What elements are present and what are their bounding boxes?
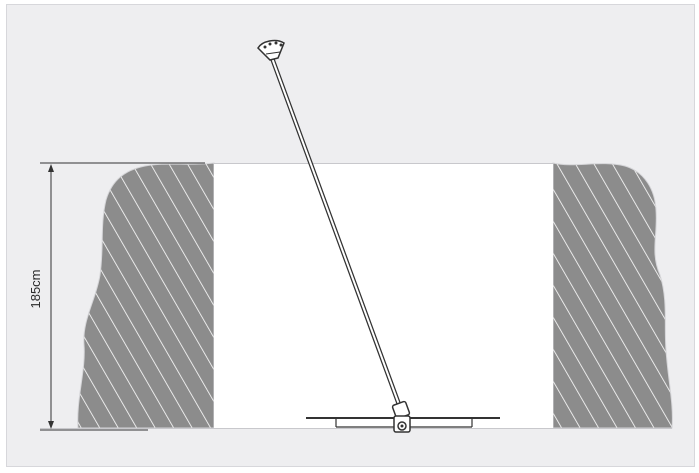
left-ground-wall	[77, 162, 215, 429]
dimension-arrow-bottom	[48, 421, 54, 429]
height-dimension-label: 185cm	[28, 269, 43, 308]
dimension-arrow-top	[48, 164, 54, 172]
pole-head	[257, 39, 285, 61]
pole-foot-joint	[391, 400, 411, 433]
right-ground-wall	[552, 162, 673, 429]
measuring-pole	[269, 55, 404, 413]
pit-opening	[214, 163, 553, 428]
